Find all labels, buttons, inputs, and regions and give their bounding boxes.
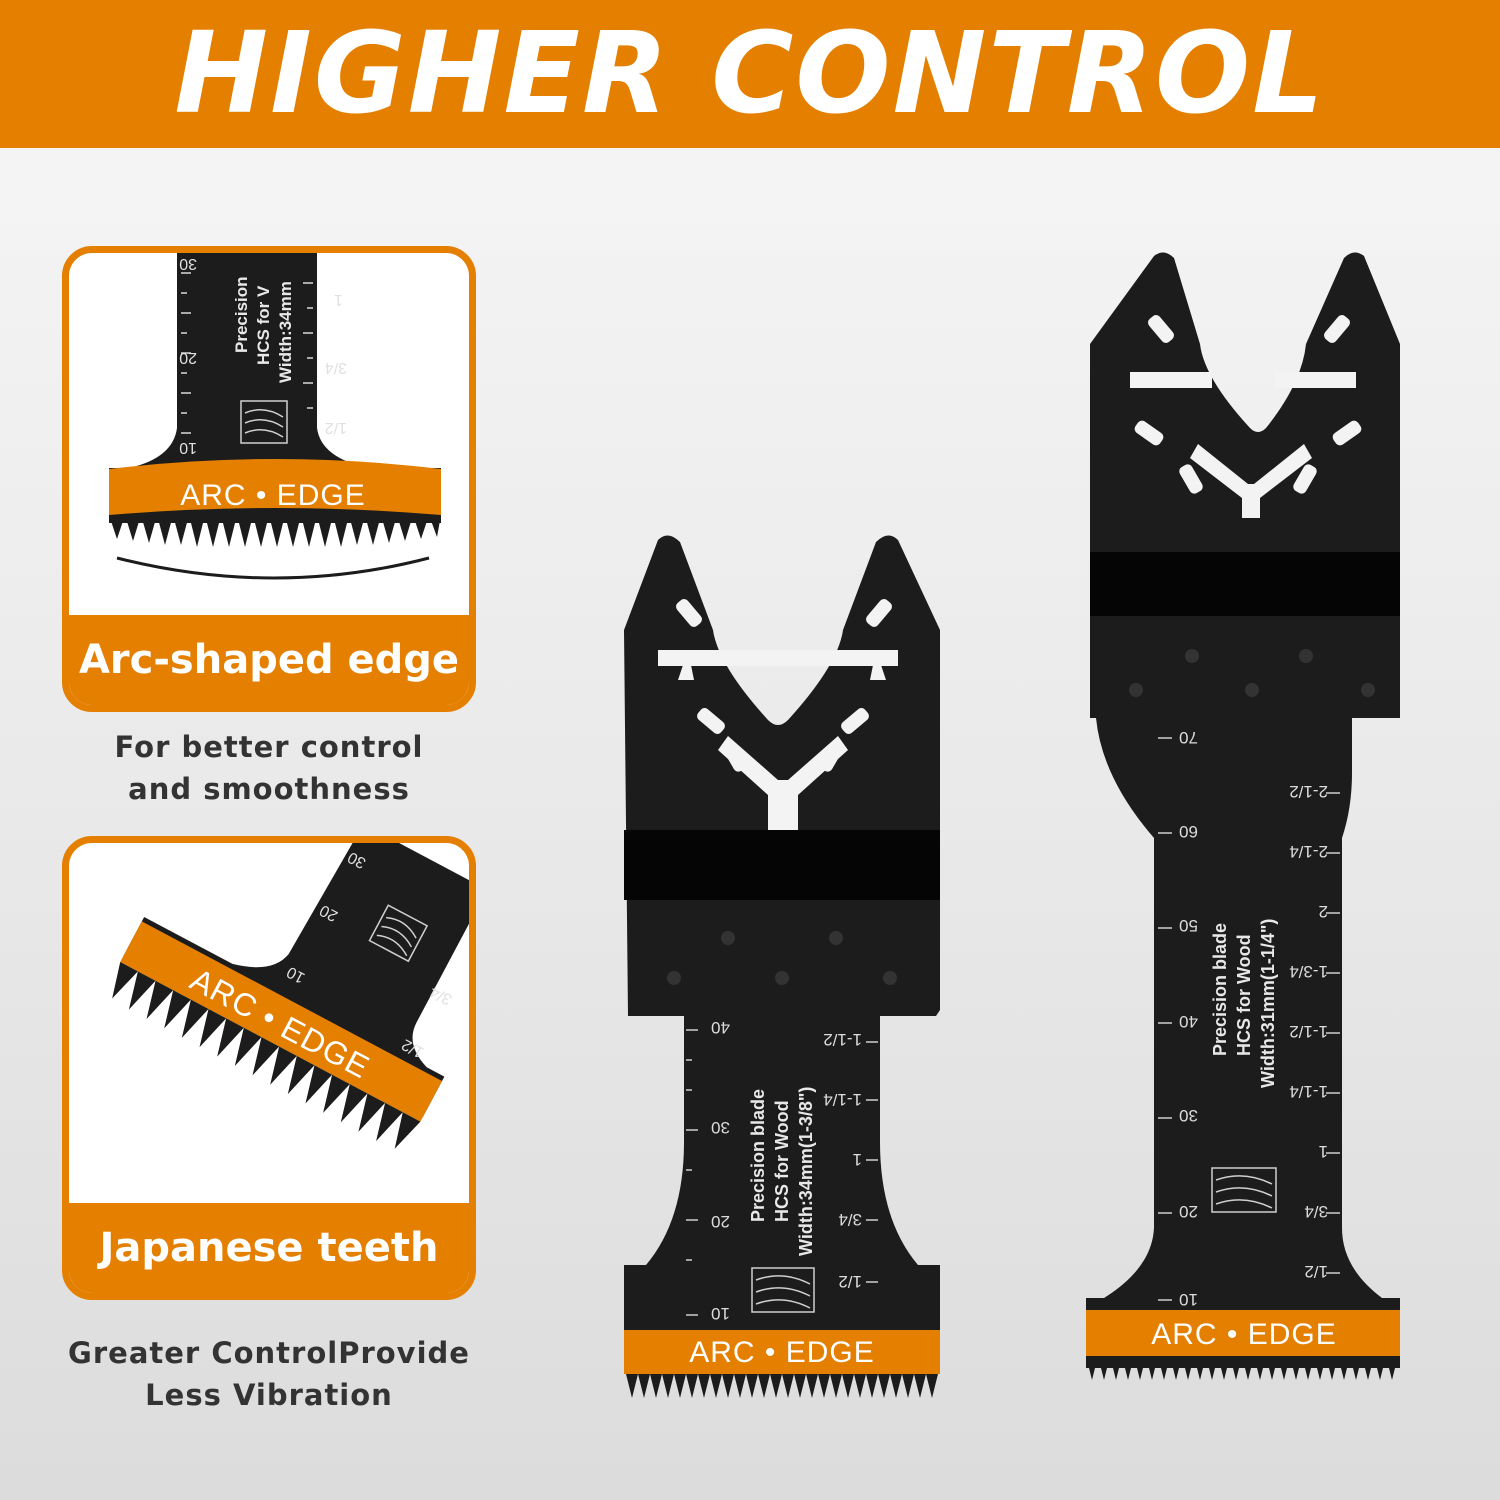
page-title: HIGHER CONTROL (174, 9, 1326, 139)
blade2-inch-tick: 1 (1319, 1142, 1328, 1161)
blade2-text-line3: Width:31mm(1-1/4") (1258, 919, 1278, 1088)
blade2-inch-tick: 1-1/2 (1289, 1022, 1328, 1041)
closeup2-metric-tick: 30 (345, 848, 369, 871)
arc-edge-closeup-image: 30 20 10 1 3/4 1/2 Precision HCS for V W… (109, 253, 441, 580)
japanese-teeth-closeup-image: 30 20 10 3/4 1/2 ARC • EDGE (112, 843, 469, 1149)
blade2-inch-tick: 1-1/4 (1289, 1082, 1328, 1101)
closeup1-inch-tick: 1/2 (325, 419, 347, 436)
blade1-brand: ARC • EDGE (689, 1336, 875, 1369)
closeup1-brand: ARC • EDGE (180, 479, 366, 512)
blade1-metric-tick: 30 (711, 1118, 730, 1137)
closeup1-metric-tick: 10 (179, 439, 197, 456)
blade2-inch-tick: 2-1/4 (1289, 842, 1328, 861)
closeup2-metric-tick: 20 (317, 901, 341, 924)
blade1-text-line3: Width:34mm(1-3/8") (796, 1087, 816, 1256)
blade1-text-line1: Precision blade (748, 1089, 768, 1222)
feature-label-japanese-teeth: Japanese teeth (69, 1203, 469, 1293)
blade2-text-line2: HCS for Wood (1234, 934, 1254, 1056)
closeup1-text-line3: Width:34mm (276, 281, 295, 383)
blade1-text-line2: HCS for Wood (772, 1100, 792, 1222)
caption-line: Less Vibration (145, 1378, 393, 1412)
blade-34mm-image: 40 30 20 10 1-1/2 1-1/4 1 3/4 1/2 Precis… (624, 535, 940, 1398)
closeup2-metric-tick: 10 (284, 963, 308, 986)
blade2-metric-tick: 40 (1179, 1012, 1198, 1031)
closeup1-text-line1: Precision (232, 276, 251, 353)
caption-line: and smoothness (128, 772, 410, 806)
blade2-inch-tick: 1/2 (1304, 1262, 1328, 1281)
closeup1-metric-tick: 20 (179, 349, 197, 366)
feature-card-arc-edge: 30 20 10 1 3/4 1/2 Precision HCS for V W… (62, 246, 476, 712)
blade2-metric-tick: 30 (1179, 1106, 1198, 1125)
blade-31mm-image: 70 60 50 40 30 20 10 2-1/2 2-1/4 2 1-3/4… (1086, 252, 1400, 1380)
closeup1-inch-tick: 3/4 (325, 359, 347, 376)
blade2-inch-tick: 1-3/4 (1289, 962, 1328, 981)
blade1-metric-tick: 20 (711, 1212, 730, 1231)
blade2-brand: ARC • EDGE (1151, 1318, 1337, 1351)
blade2-inch-tick: 3/4 (1304, 1202, 1328, 1221)
blade2-inch-tick: 2-1/2 (1289, 782, 1328, 801)
header-banner: HIGHER CONTROL (0, 0, 1500, 148)
blade2-metric-tick: 20 (1179, 1202, 1198, 1221)
blade1-inch-tick: 1/2 (838, 1272, 862, 1291)
closeup1-text-line2: HCS for V (254, 285, 273, 365)
feature-card-japanese-teeth: 30 20 10 3/4 1/2 ARC • EDGE Japanese tee… (62, 836, 476, 1300)
blade2-text-line1: Precision blade (1210, 923, 1230, 1056)
feature-caption-arc-edge: For better control and smoothness (62, 726, 476, 810)
blade1-metric-tick: 10 (711, 1304, 730, 1323)
blade1-inch-tick: 1-1/4 (823, 1090, 862, 1109)
blade1-inch-tick: 1-1/2 (823, 1030, 862, 1049)
closeup1-metric-tick: 30 (179, 255, 197, 272)
blade1-inch-tick: 3/4 (838, 1210, 862, 1229)
feature-caption-japanese-teeth: Greater ControlProvide Less Vibration (62, 1332, 476, 1416)
blade2-metric-tick: 60 (1179, 822, 1198, 841)
blade1-inch-tick: 1 (853, 1150, 862, 1169)
blade2-metric-tick: 10 (1179, 1290, 1198, 1309)
caption-line: For better control (114, 730, 424, 764)
blade2-metric-tick: 70 (1179, 728, 1198, 747)
blade1-metric-tick: 40 (711, 1018, 730, 1037)
caption-line: Greater ControlProvide (68, 1336, 470, 1370)
blade2-metric-tick: 50 (1179, 916, 1198, 935)
feature-label-arc-edge: Arc-shaped edge (69, 615, 469, 705)
closeup1-inch-tick: 1 (334, 291, 343, 308)
blade2-inch-tick: 2 (1319, 902, 1328, 921)
